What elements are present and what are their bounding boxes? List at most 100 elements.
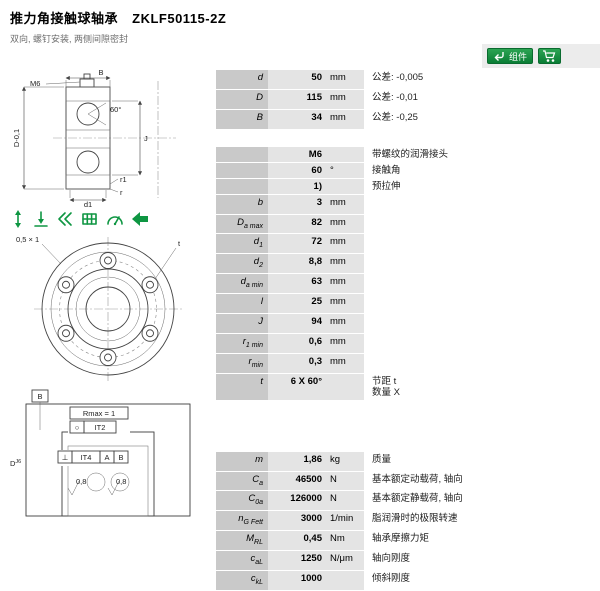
spec-unit: 1/min	[326, 511, 364, 531]
spec-symbol	[216, 162, 268, 178]
spec-unit	[326, 571, 364, 590]
spec-row: t 6 X 60° 节距 t 数量 X	[216, 373, 598, 400]
spec-description	[364, 215, 598, 234]
component-button[interactable]: 组件	[487, 48, 534, 64]
spec-description-line1: 带螺纹的润滑接头	[372, 148, 449, 160]
dim-label-j: J	[144, 134, 148, 143]
spec-symbol: B	[216, 109, 268, 129]
housing-fit-label: DJ6	[10, 459, 21, 468]
spec-symbol: d2	[216, 254, 268, 274]
page-title: 推力角接触球轴承 ZKLF50115-2Z	[10, 8, 226, 27]
front-view-drawing: 0,5 × 1 t	[16, 235, 182, 381]
cart-button[interactable]	[538, 48, 562, 64]
drawings-panel: 60° B M6 D-0,1 J d1 r1 r	[8, 66, 210, 520]
spec-description: 带螺纹的润滑接头	[364, 147, 598, 162]
spec-unit	[326, 146, 364, 162]
spec-row: B 34 mm 公差: -0,25	[216, 109, 598, 129]
spec-unit: mm	[326, 70, 364, 89]
spec-symbol-sub: G Fett	[243, 519, 263, 527]
spec-unit: mm	[326, 314, 364, 333]
spec-row: 1) 预拉伸	[216, 178, 598, 194]
spec-symbol-base: d	[253, 236, 260, 248]
arrow-left-icon	[132, 212, 148, 226]
spec-description-line1: 接触角	[372, 164, 401, 176]
datum-a-ref-label: A	[104, 453, 109, 462]
spec-value: 82	[268, 214, 326, 234]
spec-symbol-base: D	[256, 91, 263, 103]
component-button-label: 组件	[509, 51, 528, 62]
spec-description: 接触角	[364, 163, 598, 178]
spec-symbol-base: l	[260, 296, 263, 308]
spec-unit: mm	[326, 274, 364, 294]
angle-marks-icon	[58, 212, 72, 226]
spec-value: 1000	[268, 571, 326, 590]
spec-unit: Nm	[326, 531, 364, 551]
spec-row: M6 带螺纹的润滑接头	[216, 146, 598, 162]
dim-label-d-outer: D-0,1	[12, 129, 21, 147]
detail-dimension-group: M6 带螺纹的润滑接头 60 ° 接触角 1) 预拉伸 b 3 mm Da ma…	[216, 146, 598, 400]
spec-description	[364, 354, 598, 373]
spec-symbol-base: r	[248, 355, 252, 367]
spec-unit: mm	[326, 89, 364, 109]
spec-description: 脂润滑时的极限转速	[364, 511, 598, 530]
roundness-tol-label: IT2	[95, 423, 106, 432]
spec-description-line2: 数量 X	[372, 386, 400, 398]
spec-row: 60 ° 接触角	[216, 162, 598, 178]
spec-symbol: t	[216, 373, 268, 400]
spec-unit: mm	[326, 353, 364, 373]
roundness-symbol: ○	[75, 423, 80, 432]
spec-description: 倾斜刚度	[364, 571, 598, 590]
grid-icon	[82, 213, 97, 225]
spec-value: M6	[268, 146, 326, 162]
spec-description	[364, 274, 598, 293]
spec-value: 0,3	[268, 353, 326, 373]
spec-unit	[326, 373, 364, 400]
spec-value: 1250	[268, 551, 326, 571]
datum-b-ref-label: B	[118, 453, 123, 462]
spec-unit: °	[326, 162, 364, 178]
spec-symbol-sub: aL	[255, 559, 263, 567]
spec-row: caL 1250 N/μm 轴向刚度	[216, 551, 598, 571]
spec-description: 基本额定动载荷, 轴向	[364, 472, 598, 491]
spec-symbol: m	[216, 451, 268, 471]
spec-value: 1)	[268, 178, 326, 194]
spec-symbol-base: B	[256, 111, 263, 123]
spec-value: 0,45	[268, 531, 326, 551]
spec-symbol-sub: 1	[259, 242, 263, 250]
spec-description: 节距 t 数量 X	[364, 374, 598, 400]
perpendicularity-tol-label: IT4	[81, 453, 92, 462]
spec-symbol: d	[216, 70, 268, 89]
spec-symbol-sub: a min	[245, 282, 263, 290]
bearing-type-title: 推力角接触球轴承	[10, 11, 119, 26]
spec-row: Da max 82 mm	[216, 214, 598, 234]
spec-description	[364, 314, 598, 333]
spec-symbol-sub: a	[259, 479, 263, 487]
cross-section-drawing: 60° B M6 D-0,1 J d1 r1 r	[12, 68, 176, 208]
spec-description-line1: 质量	[372, 453, 392, 465]
spec-table: d 50 mm 公差: -0,005 D 115 mm 公差: -0,01 B …	[216, 70, 598, 591]
spec-description-line1: 基本额定动载荷, 轴向	[372, 473, 463, 485]
spec-description-line1: 倾斜刚度	[372, 573, 411, 585]
spec-symbol: da min	[216, 274, 268, 294]
datum-b-label: B	[37, 392, 42, 401]
spec-symbol: Ca	[216, 471, 268, 491]
spec-symbol-base: D	[237, 216, 244, 228]
spec-value: 25	[268, 294, 326, 314]
spec-row: l 25 mm	[216, 294, 598, 314]
spec-unit: N	[326, 471, 364, 491]
spec-description-line1: 公差: -0,005	[372, 72, 424, 83]
spec-symbol-base: r	[242, 335, 246, 347]
spec-description: 轴向刚度	[364, 551, 598, 570]
chamfer-label: 0,5 × 1	[16, 235, 39, 244]
spec-symbol-base: M	[246, 533, 255, 545]
spec-unit: mm	[326, 109, 364, 129]
spec-symbol: caL	[216, 551, 268, 571]
spec-row: r1 min 0,6 mm	[216, 333, 598, 353]
page-subtitle: 双向, 螺钉安装, 两侧间隙密封	[10, 34, 129, 44]
spec-value: 72	[268, 234, 326, 254]
spec-description: 轴承摩擦力矩	[364, 531, 598, 550]
spec-value: 0,6	[268, 333, 326, 353]
spec-description	[364, 254, 598, 273]
mounting-drawing: B Rmax = 1 ○ IT2 ⊥ IT4 A B 0,8 0,8 DJ6	[10, 389, 191, 517]
dim-label-angle: 60°	[110, 105, 121, 114]
